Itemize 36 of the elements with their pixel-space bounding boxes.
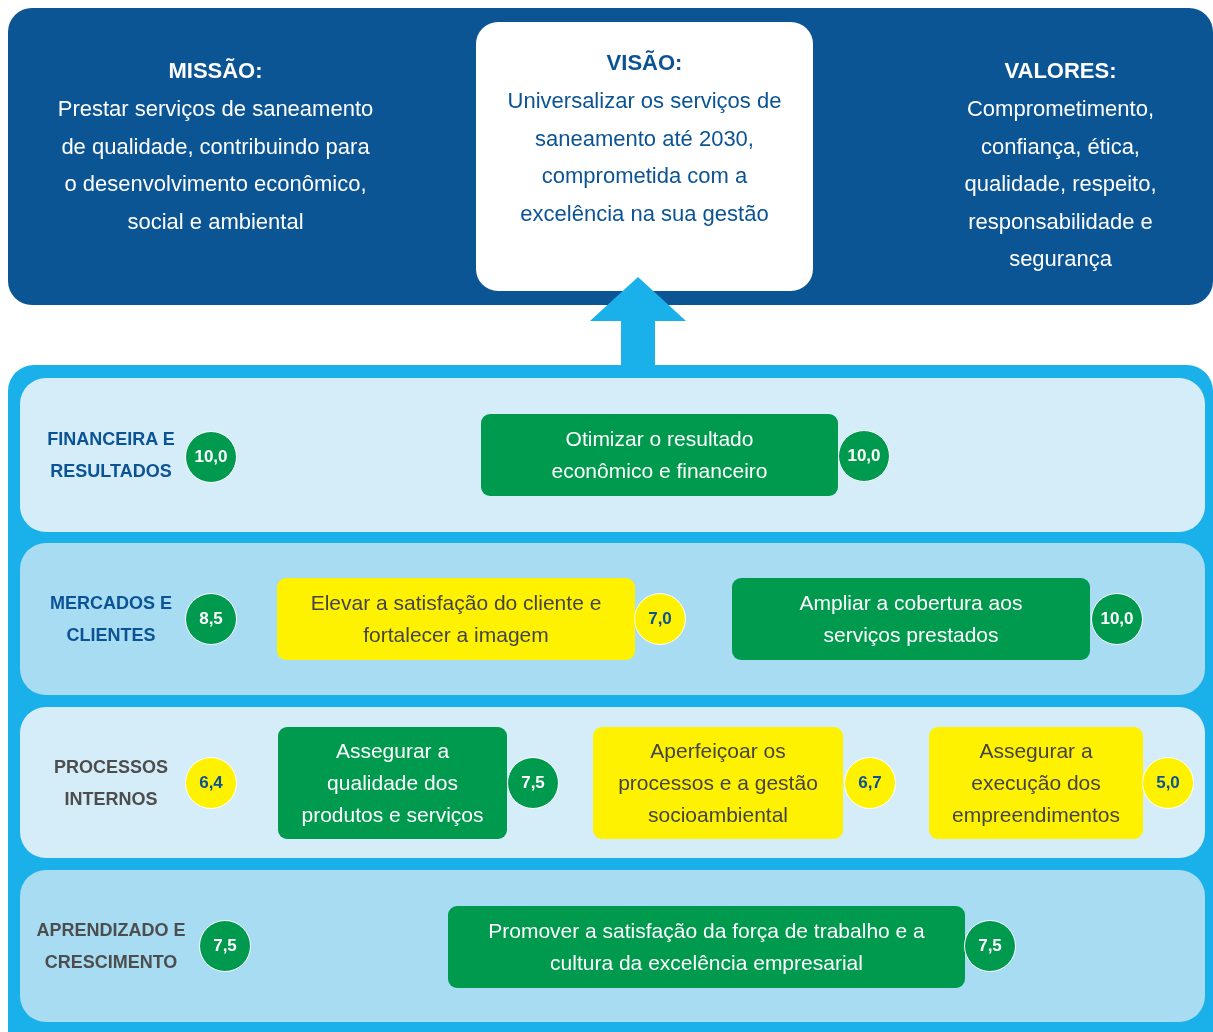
- objective-box: Assegurar a execução dos empreendimentos: [929, 727, 1143, 839]
- score-badge: 10,0: [838, 430, 890, 482]
- section-heading: VISÃO:: [606, 49, 683, 77]
- perspective-row: [20, 707, 1205, 858]
- perspective-label: APRENDIZADO E CRESCIMENTO: [35, 919, 187, 974]
- perspective-label: MERCADOS E CLIENTES: [49, 592, 173, 647]
- perspective-row: [20, 378, 1205, 532]
- objective-box: Aperfeiçoar os processos e a gestão socioambiental: [593, 727, 843, 839]
- perspective-row: [20, 870, 1205, 1022]
- vision-box: [476, 22, 813, 291]
- perspective-row: [20, 543, 1205, 695]
- perspective-label: FINANCEIRA E RESULTADOS: [46, 428, 176, 483]
- perspective-label: PROCESSOS INTERNOS: [53, 755, 169, 811]
- score-badge: 7,5: [507, 757, 559, 809]
- perspective-panel: [8, 365, 1213, 1032]
- section-text: Prestar serviços de saneamento de qualidade, contribuindo para o desenvolvimento econômico, social e ambiental: [56, 95, 375, 236]
- score-badge: 5,0: [1142, 757, 1194, 809]
- score-badge: 10,0: [1091, 593, 1143, 645]
- section-text: Universalizar os serviços de saneamento até 2030, comprometida com a excelência na sua gestão: [507, 87, 782, 228]
- objective-box: Assegurar a qualidade dos produtos e serviços: [278, 727, 507, 839]
- objective-box: Elevar a satisfação do cliente e fortalecer a imagem: [277, 578, 635, 660]
- objective-box: Promover a satisfação da força de trabalho e a cultura da excelência empresarial: [448, 906, 965, 988]
- section-text: Comprometimento, confiança, ética, qualidade, respeito, responsabilidade e segurança: [963, 95, 1158, 273]
- score-badge: 8,5: [185, 593, 237, 645]
- score-badge: 6,7: [844, 757, 896, 809]
- section-heading: MISSÃO:: [167, 57, 264, 85]
- score-badge: 7,0: [634, 593, 686, 645]
- block-arrow: [590, 277, 686, 366]
- objective-box: Otimizar o resultado econômico e financeiro: [481, 414, 838, 496]
- header-band: [8, 8, 1213, 305]
- section-heading: VALORES:: [1003, 57, 1118, 85]
- score-badge: 6,4: [185, 757, 237, 809]
- score-badge: 10,0: [185, 431, 237, 483]
- score-badge: 7,5: [964, 920, 1016, 972]
- objective-box: Ampliar a cobertura aos serviços prestados: [732, 578, 1090, 660]
- score-badge: 7,5: [199, 920, 251, 972]
